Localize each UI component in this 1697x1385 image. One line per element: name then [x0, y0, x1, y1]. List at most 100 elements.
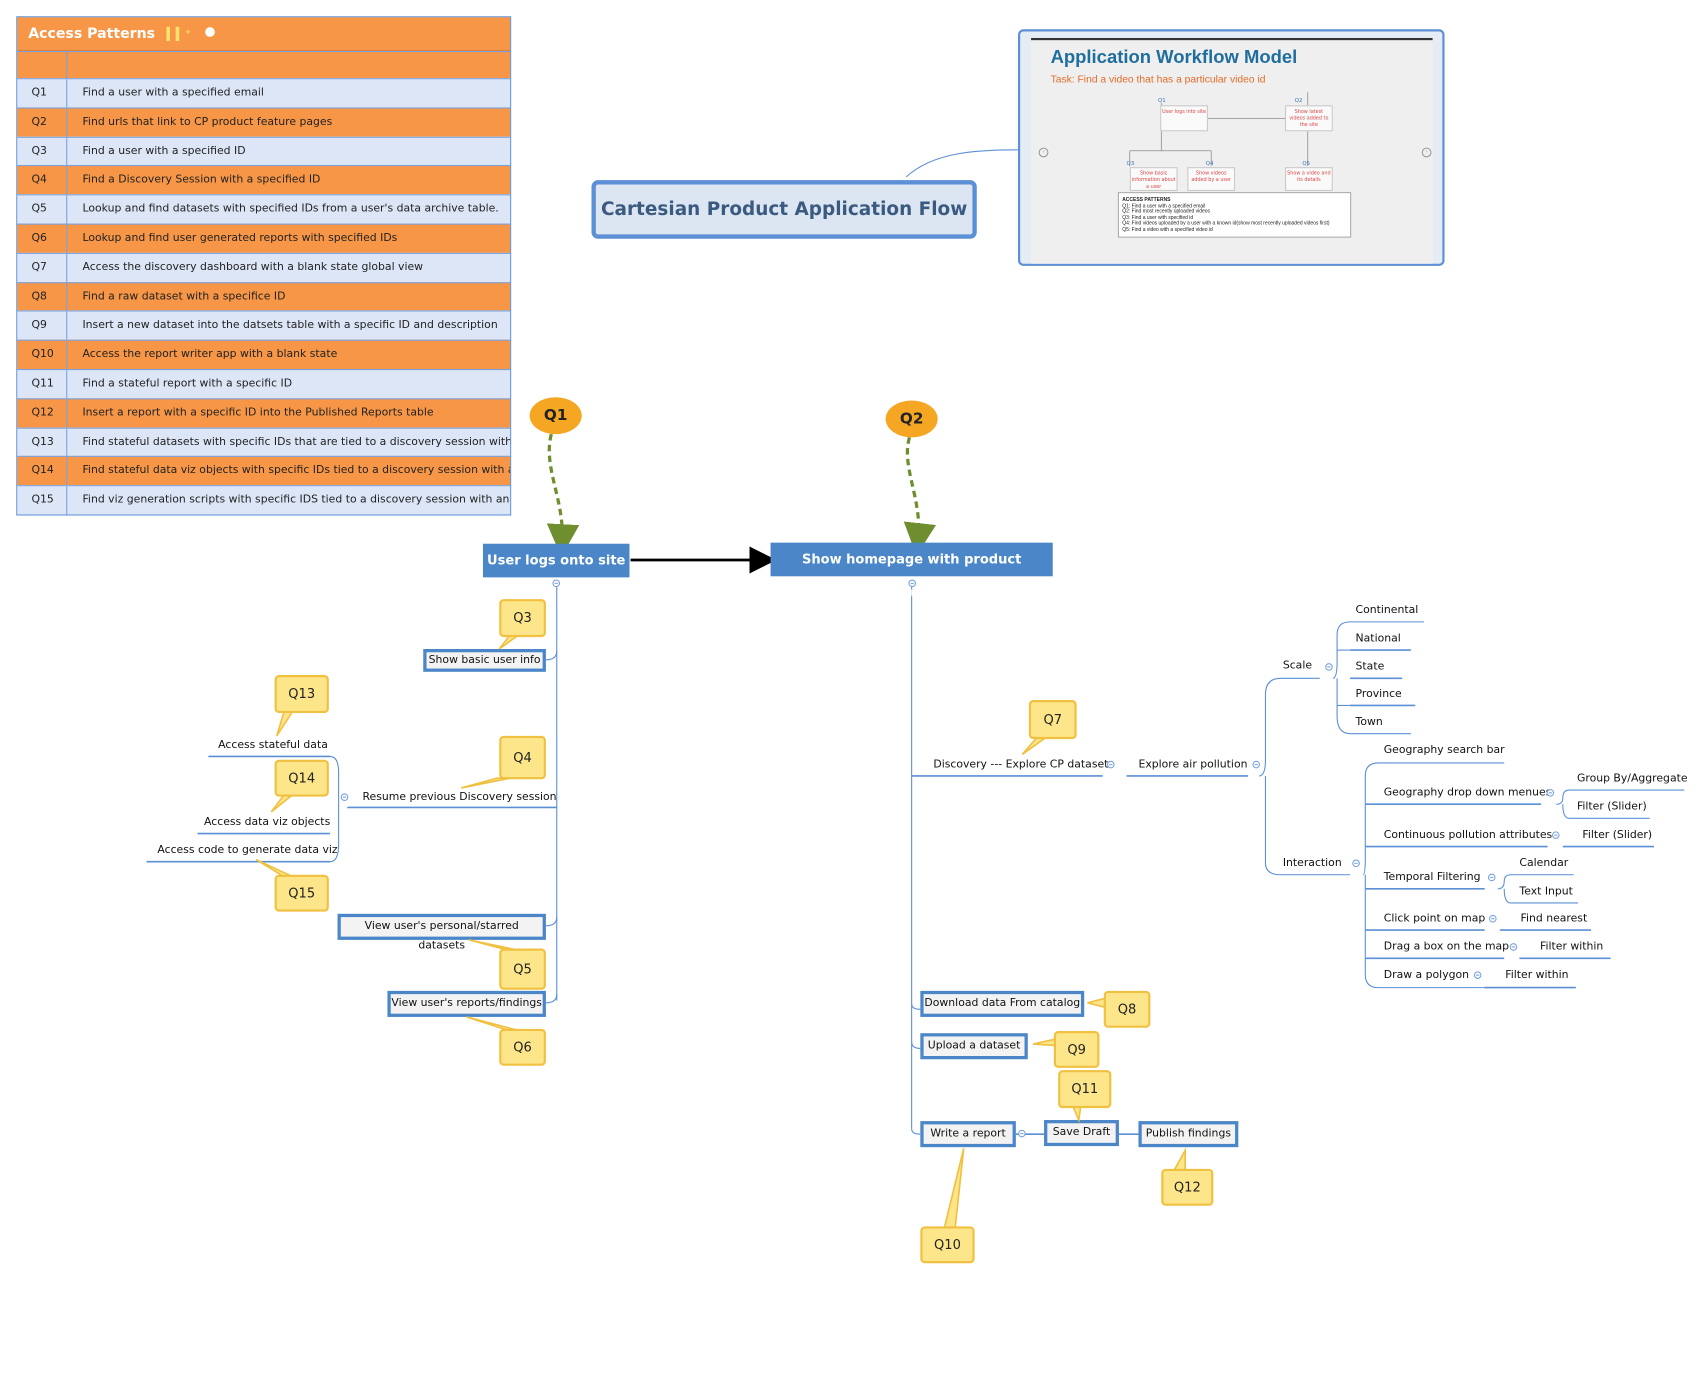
q1-marker[interactable]: Q1	[529, 397, 582, 435]
province-node[interactable]: Province	[1355, 688, 1402, 701]
filter-slider-node[interactable]: Filter (Slider)	[1582, 829, 1653, 842]
collapse-icon[interactable]	[552, 579, 561, 588]
access-viz-node[interactable]: Access data viz objects	[204, 816, 331, 829]
upload-node[interactable]: Upload a dataset	[920, 1033, 1028, 1060]
collapse-icon[interactable]	[204, 27, 215, 37]
group-by-node[interactable]: Group By/Aggregate	[1576, 772, 1688, 785]
pattern-id: Q4	[17, 166, 68, 195]
national-node[interactable]: National	[1355, 632, 1401, 645]
collapse-icon[interactable]	[1473, 971, 1482, 979]
geo-search-node[interactable]: Geography search bar	[1383, 744, 1505, 757]
filter-within-node[interactable]: Filter within	[1505, 969, 1569, 982]
continuous-pollution-node[interactable]: Continuous pollution attributes	[1383, 829, 1553, 842]
write-report-node[interactable]: Write a report	[920, 1121, 1016, 1148]
pattern-description: Find stateful data viz objects with spec…	[82, 464, 511, 477]
filter-within-node[interactable]: Filter within	[1540, 940, 1604, 953]
explore-air-node[interactable]: Explore air pollution	[1138, 758, 1248, 771]
next-arrow-icon[interactable]: ›	[1421, 147, 1432, 158]
resume-session-node[interactable]: Resume previous Discovery session	[362, 791, 557, 804]
q14-callout[interactable]: Q14	[274, 759, 329, 797]
state-node[interactable]: State	[1355, 660, 1385, 673]
calendar-node[interactable]: Calendar	[1519, 857, 1569, 870]
collapse-icon[interactable]	[908, 579, 916, 588]
q8-callout[interactable]: Q8	[1103, 990, 1151, 1028]
prev-arrow-icon[interactable]: ‹	[1038, 147, 1049, 158]
draw-polygon-node[interactable]: Draw a polygon	[1383, 969, 1470, 982]
pattern-id: Q14	[17, 457, 68, 486]
collapse-icon[interactable]	[1551, 831, 1560, 839]
pattern-id: Q11	[17, 370, 68, 399]
thumb-box-videos: Show videos added by a user	[1187, 167, 1236, 192]
pattern-description: Find a raw dataset with a specifice ID	[82, 290, 286, 303]
scale-node[interactable]: Scale	[1282, 659, 1313, 672]
thumb-box-latest: Show latest videos added to the site	[1284, 105, 1333, 132]
collapse-icon[interactable]	[1487, 873, 1496, 882]
click-point-node[interactable]: Click point on map	[1383, 912, 1486, 925]
town-node[interactable]: Town	[1355, 716, 1383, 729]
q3-callout[interactable]: Q3	[499, 599, 546, 638]
thumbnail-lines	[1129, 92, 1309, 167]
workflow-thumbnail[interactable]: Application Workflow Model Task: Find a …	[1018, 29, 1445, 266]
show-basic-info-node[interactable]: Show basic user info	[423, 649, 546, 672]
q9-callout[interactable]: Q9	[1053, 1031, 1100, 1068]
q15-callout[interactable]: Q15	[274, 874, 329, 912]
filter-slider-node[interactable]: Filter (Slider)	[1576, 800, 1647, 813]
pattern-description: Find urls that link to CP product featur…	[82, 115, 333, 128]
homepage-node[interactable]: Show homepage with product features	[770, 542, 1053, 600]
collapse-icon[interactable]	[1509, 943, 1518, 951]
q5-callout[interactable]: Q5	[499, 948, 546, 990]
thumbnail-image: Application Workflow Model Task: Find a …	[1031, 37, 1433, 264]
pattern-id: Q13	[17, 428, 68, 457]
thumb-access-patterns: ACCESS PATTERNS Q1: Find a user with a s…	[1117, 192, 1352, 238]
pattern-id: Q6	[17, 224, 68, 253]
thumb-q3: Q3	[1126, 160, 1135, 168]
continental-node[interactable]: Continental	[1355, 604, 1419, 617]
collapse-icon[interactable]	[1252, 760, 1261, 769]
chart-add-icon[interactable]: ▍▍⁺	[166, 27, 192, 42]
access-stateful-node[interactable]: Access stateful data	[218, 739, 328, 752]
download-node[interactable]: Download data From catalog	[920, 990, 1085, 1017]
pattern-description: Find a user with a specified ID	[82, 144, 246, 157]
q7-callout[interactable]: Q7	[1028, 700, 1077, 740]
save-draft-node[interactable]: Save Draft	[1044, 1120, 1119, 1147]
pattern-description: Lookup and find datasets with specified …	[82, 203, 499, 216]
view-datasets-node[interactable]: View user's personal/starred datasets	[337, 913, 546, 952]
collapse-icon[interactable]	[1107, 760, 1115, 769]
q13-callout[interactable]: Q13	[274, 675, 329, 714]
q12-callout[interactable]: Q12	[1161, 1168, 1214, 1206]
pattern-id: Q7	[17, 253, 68, 282]
q10-callout[interactable]: Q10	[920, 1226, 975, 1264]
q6-callout[interactable]: Q6	[499, 1028, 546, 1066]
interaction-node[interactable]: Interaction	[1282, 857, 1342, 870]
collapse-icon[interactable]	[1018, 1129, 1026, 1138]
access-code-node[interactable]: Access code to generate data viz	[157, 844, 338, 857]
q11-callout[interactable]: Q11	[1058, 1070, 1112, 1109]
q2-marker[interactable]: Q2	[885, 400, 938, 438]
text-input-node[interactable]: Text Input	[1519, 885, 1573, 898]
collapse-icon[interactable]	[1489, 914, 1497, 923]
q4-callout[interactable]: Q4	[499, 735, 546, 780]
thumb-ap-line: Q4: Find videos uploaded by a user with …	[1122, 220, 1330, 226]
publish-findings-node[interactable]: Publish findings	[1138, 1121, 1239, 1148]
drag-box-node[interactable]: Drag a box on the map	[1383, 940, 1510, 953]
collapse-icon[interactable]	[1352, 859, 1360, 868]
pattern-description: Find a stateful report with a specific I…	[82, 377, 293, 390]
collapse-icon[interactable]	[340, 793, 349, 801]
collapse-icon[interactable]	[1325, 663, 1333, 671]
login-node[interactable]: User logs onto site	[482, 543, 630, 578]
find-nearest-node[interactable]: Find nearest	[1520, 912, 1588, 925]
collapse-icon[interactable]	[1546, 789, 1555, 797]
temporal-filter-node[interactable]: Temporal Filtering	[1383, 871, 1481, 884]
discovery-node[interactable]: Discovery --- Explore CP datasets	[933, 758, 1115, 771]
geo-dropdown-node[interactable]: Geography drop down menues	[1383, 786, 1552, 799]
view-reports-node[interactable]: View user's reports/findings	[387, 990, 546, 1017]
pattern-id: Q12	[17, 399, 68, 428]
pattern-description: Insert a new dataset into the datsets ta…	[82, 319, 498, 332]
callout-tails	[255, 634, 1186, 1230]
